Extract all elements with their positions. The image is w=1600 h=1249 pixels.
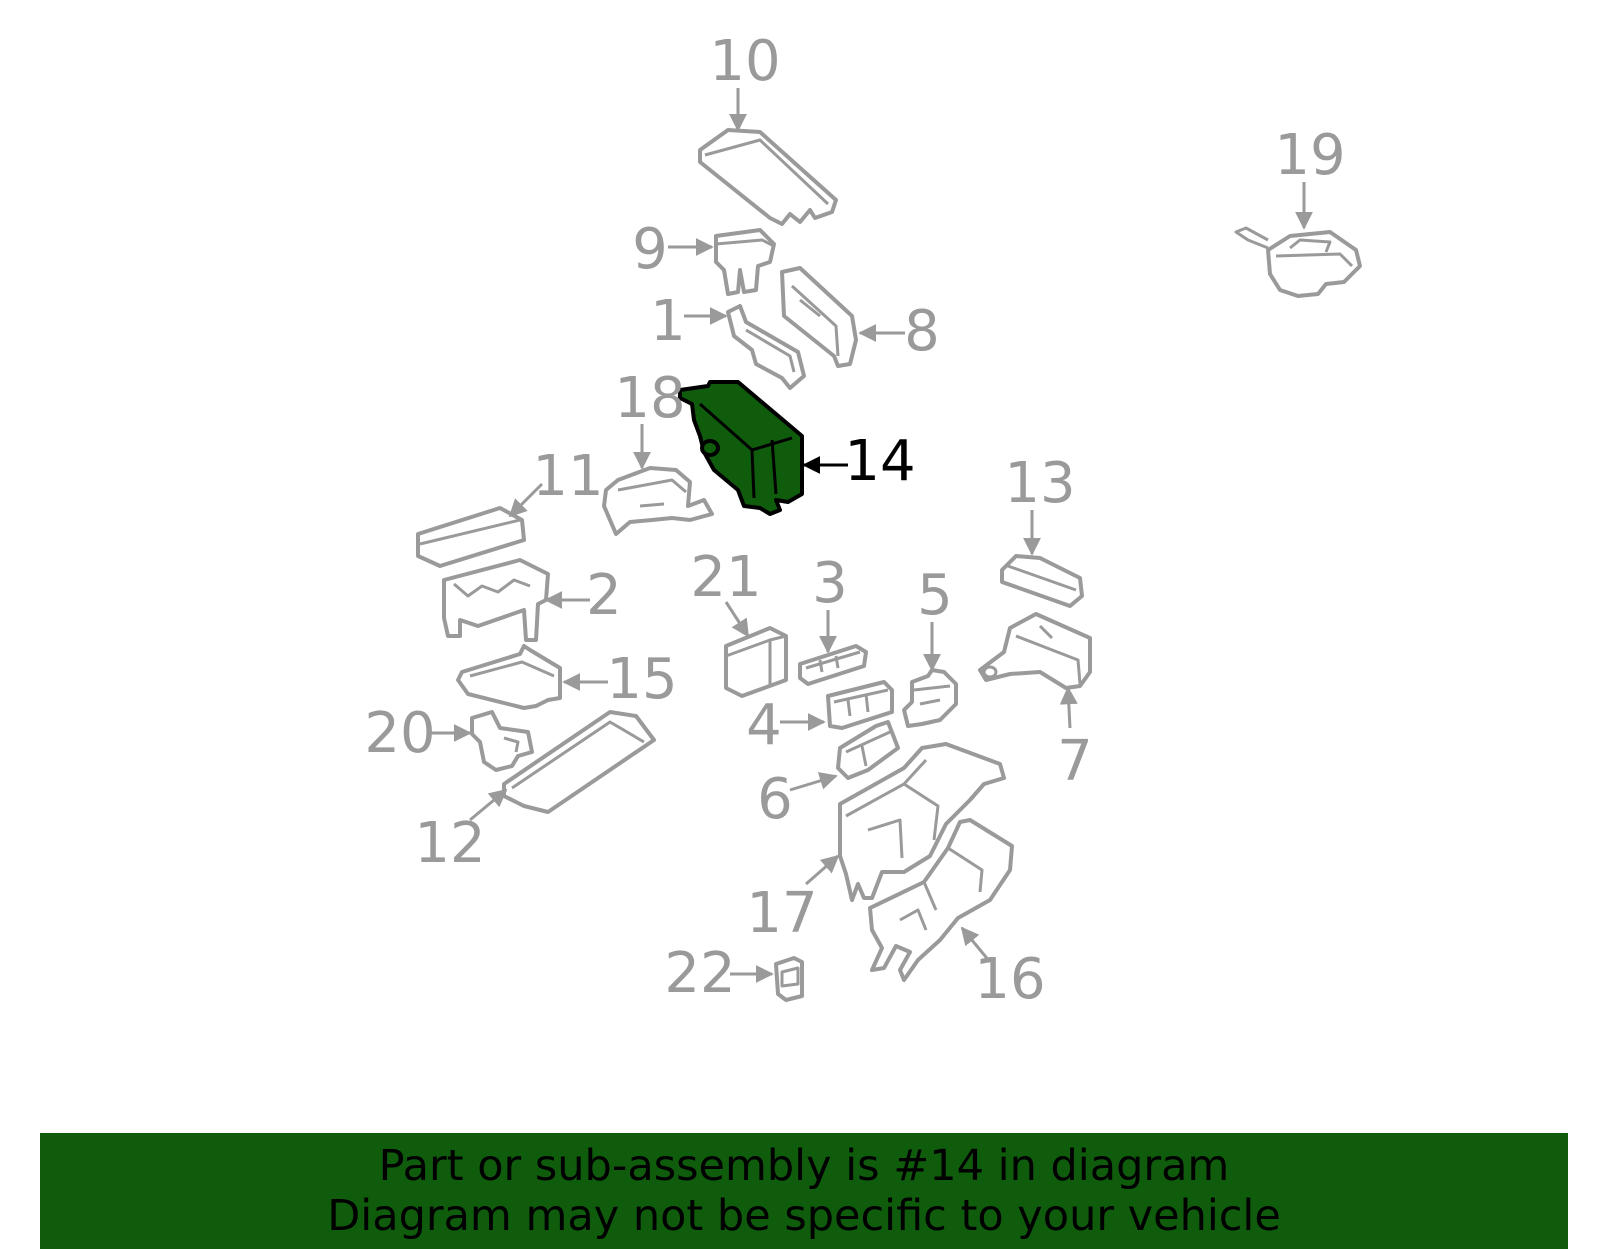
banner-line-1: Part or sub-assembly is #14 in diagram xyxy=(378,1141,1230,1191)
parts-diagram: 10 9 1 8 14 18 11 xyxy=(364,29,1362,1012)
part-19-sensor[interactable] xyxy=(1234,226,1362,298)
part-17-housing[interactable] xyxy=(838,742,1006,902)
part-14-highlighted[interactable] xyxy=(678,380,804,516)
label-8: 8 xyxy=(904,299,940,364)
label-6: 6 xyxy=(757,767,793,832)
part-8-panel[interactable] xyxy=(780,266,858,368)
part-7-bracket[interactable] xyxy=(978,612,1092,690)
arrow-16 xyxy=(960,926,992,963)
part-12-cover[interactable] xyxy=(502,710,656,814)
arrow-21 xyxy=(724,601,750,638)
label-19: 19 xyxy=(1274,123,1345,188)
label-11: 11 xyxy=(532,444,603,509)
label-3: 3 xyxy=(812,551,848,616)
part-5-relay[interactable] xyxy=(902,668,958,728)
part-16-bracket[interactable] xyxy=(868,818,1014,982)
part-10-cover[interactable] xyxy=(698,128,838,226)
part-18-bracket[interactable] xyxy=(602,466,714,536)
arrow-11 xyxy=(508,482,544,518)
part-2-fuse-box[interactable] xyxy=(442,558,550,642)
label-4: 4 xyxy=(746,693,782,758)
part-6-holder[interactable] xyxy=(836,720,900,780)
label-7: 7 xyxy=(1057,729,1093,794)
part-22-clip[interactable] xyxy=(774,956,804,1002)
label-1: 1 xyxy=(650,289,686,354)
label-14: 14 xyxy=(844,429,915,494)
label-10: 10 xyxy=(709,29,780,94)
label-5: 5 xyxy=(917,563,953,628)
label-22: 22 xyxy=(664,941,735,1006)
part-20-connector[interactable] xyxy=(470,710,534,772)
part-1-bracket[interactable] xyxy=(726,304,806,390)
label-2: 2 xyxy=(586,563,622,628)
label-12: 12 xyxy=(414,811,485,876)
label-13: 13 xyxy=(1004,451,1075,516)
label-9: 9 xyxy=(632,217,668,282)
banner-line-2: Diagram may not be specific to your vehi… xyxy=(327,1191,1281,1241)
part-9-relay[interactable] xyxy=(714,228,776,296)
label-17: 17 xyxy=(746,881,817,946)
part-3-relay-block[interactable] xyxy=(798,644,868,686)
label-20: 20 xyxy=(364,701,435,766)
arrow-17 xyxy=(805,854,840,886)
arrow-6 xyxy=(789,772,838,792)
part-11-cover[interactable] xyxy=(416,506,526,568)
arrow-7 xyxy=(1059,686,1078,729)
part-13-cover[interactable] xyxy=(1000,554,1084,608)
part-15-tray[interactable] xyxy=(456,644,562,710)
part-4-relay-block[interactable] xyxy=(826,680,894,730)
part-21-module[interactable] xyxy=(724,626,788,698)
info-banner: Part or sub-assembly is #14 in diagram D… xyxy=(40,1133,1568,1249)
label-21: 21 xyxy=(690,545,761,610)
label-15: 15 xyxy=(606,647,677,712)
arrow-12 xyxy=(469,788,508,822)
label-18: 18 xyxy=(614,366,685,431)
